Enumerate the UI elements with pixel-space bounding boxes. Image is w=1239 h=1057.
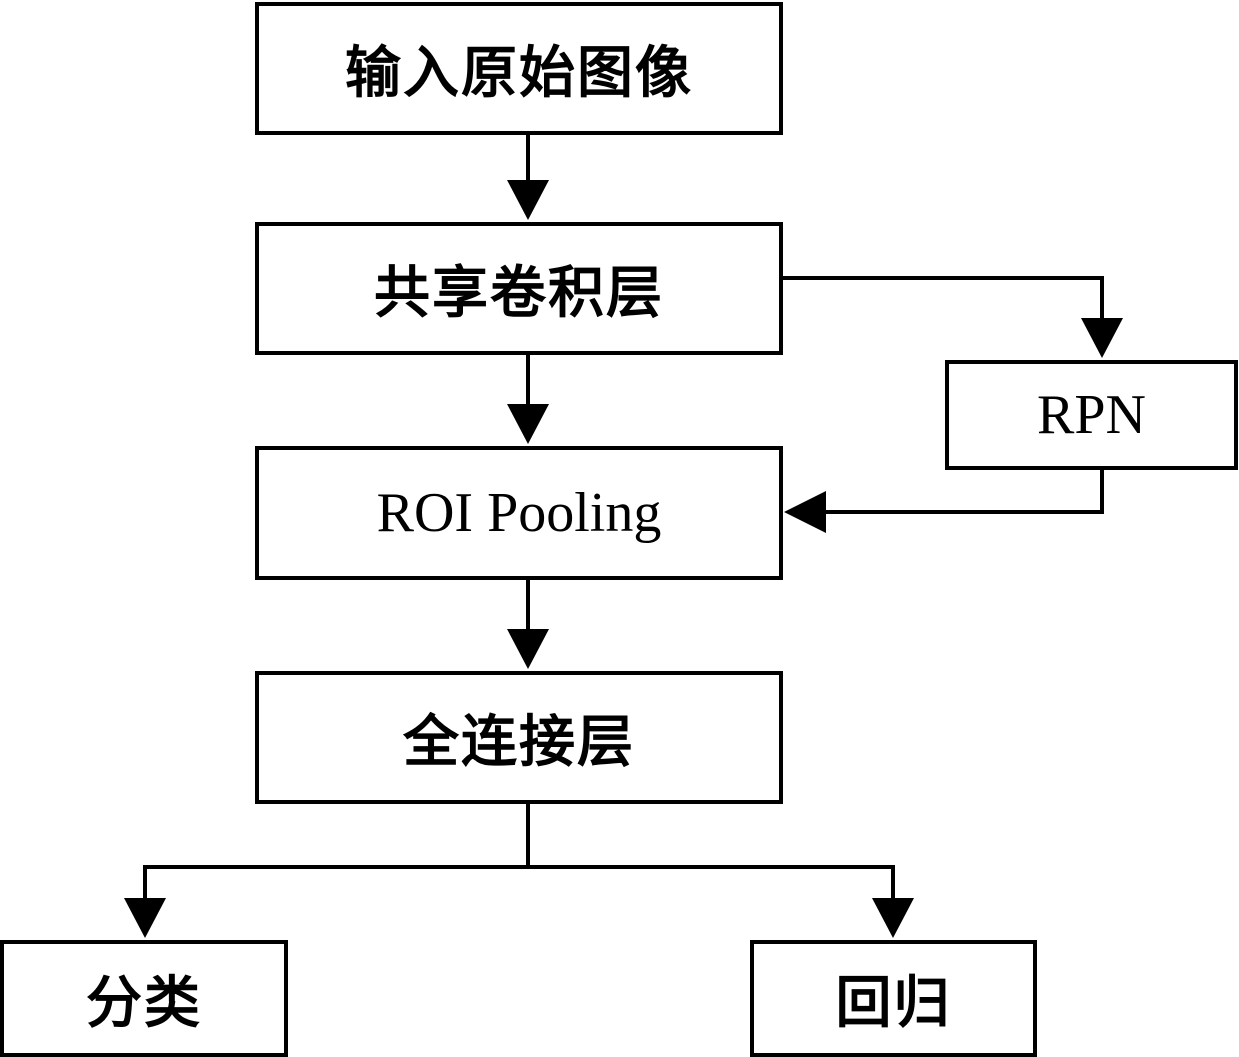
node-roi-pooling-label: ROI Pooling [376,482,662,544]
arrowhead-rpn [1081,318,1123,358]
node-rpn-label: RPN [1037,384,1146,446]
edge-fc-to-regression [528,865,895,902]
arrowhead-roi-pooling-right [784,491,826,533]
node-roi-pooling: ROI Pooling [255,446,783,580]
edge-rpn-to-roi-pooling [822,468,1104,514]
arrowhead-regression [872,898,914,938]
node-fully-connected-label: 全连接层 [403,710,635,775]
arrowhead-shared-conv [507,180,549,220]
arrowhead-roi-pooling-top [507,404,549,444]
node-rpn: RPN [945,360,1238,470]
edge-fc-to-classification [143,802,530,902]
node-classification: 分类 [0,940,288,1057]
node-shared-conv-label: 共享卷积层 [374,261,664,326]
node-classification-label: 分类 [86,971,202,1036]
arrowhead-fc [507,629,549,669]
node-fully-connected: 全连接层 [255,671,783,804]
node-input-image: 输入原始图像 [255,2,783,135]
node-input-image-label: 输入原始图像 [345,41,693,106]
node-shared-conv: 共享卷积层 [255,222,783,355]
arrowhead-classification [124,898,166,938]
node-regression: 回归 [750,940,1037,1057]
node-regression-label: 回归 [835,971,952,1036]
edge-shared-conv-to-rpn [781,276,1104,322]
